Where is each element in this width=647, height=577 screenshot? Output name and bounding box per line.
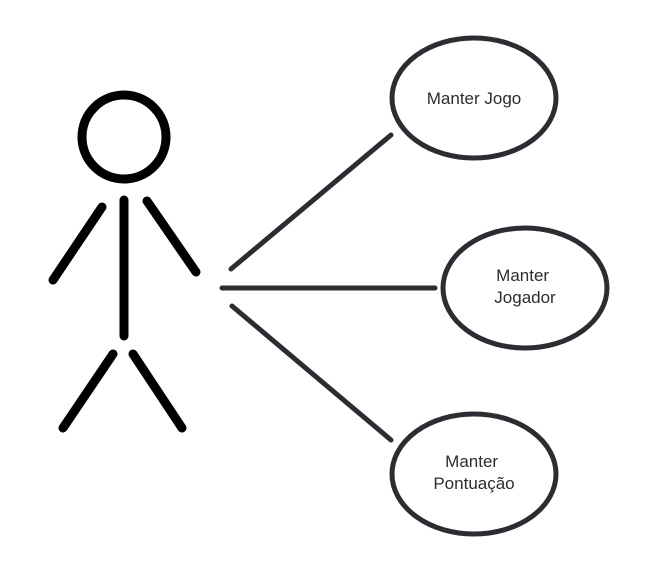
- actor-right-arm: [142, 196, 201, 277]
- use-case-label: Manter Jogo: [427, 89, 522, 108]
- use-case-label-line: Manter Jogo: [427, 89, 522, 108]
- use-case-label: Manter Jogador: [494, 266, 556, 307]
- use-case-label-line: Manter: [445, 452, 498, 471]
- actor-right-leg: [128, 349, 187, 433]
- use-case-manter-jogo: Manter Jogo: [389, 35, 559, 161]
- use-case-manter-jogador: Manter Jogador: [440, 225, 610, 351]
- actor-left-arm: [48, 202, 107, 285]
- actor-head: [77, 90, 171, 184]
- use-case-label-line: Manter: [496, 266, 549, 285]
- use-case-ellipse: [389, 35, 559, 161]
- use-case-label-line: Pontuação: [433, 474, 514, 493]
- use-case-ellipse: [440, 225, 610, 351]
- association-line-manter-pontuacao: [229, 303, 394, 443]
- use-case-label-line: Jogador: [494, 288, 556, 307]
- associations: [219, 132, 438, 443]
- actor-left-leg: [58, 349, 118, 433]
- use-case-label: Manter Pontuação: [433, 452, 514, 493]
- association-line-manter-jogo: [228, 132, 394, 272]
- use-case-ellipse: [389, 411, 559, 537]
- use-case-manter-pontuacao: Manter Pontuação: [389, 411, 559, 537]
- actor: [48, 90, 201, 433]
